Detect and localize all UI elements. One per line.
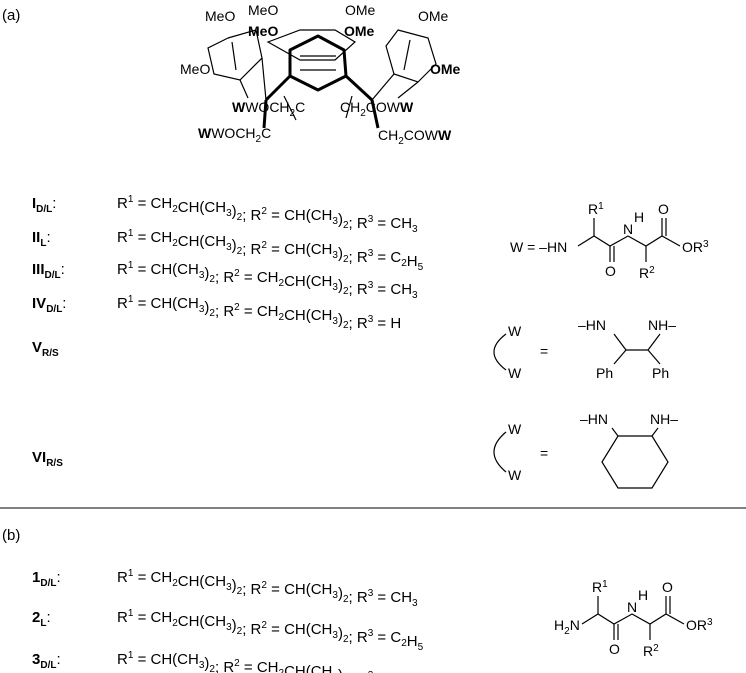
dipeptide-or3: OR3 — [686, 617, 713, 633]
vi-hn: –HN — [580, 411, 608, 427]
v-ph-left: Ph — [596, 365, 613, 381]
vi-nh: NH– — [650, 411, 678, 427]
compound-label-vi: VIR/S — [32, 449, 63, 469]
calix-ome-top-left: MeO — [205, 8, 235, 24]
w-definition-structure: W = –HN R1 N H O O R2 OR3 — [510, 201, 709, 281]
dipeptide-h: H — [638, 587, 648, 603]
compound-label-1: 1D/L: — [32, 569, 61, 589]
calixarene-structure — [207, 29, 437, 129]
v-w-bottom: W — [508, 365, 522, 381]
calix-ome-top-mid-right: OMe — [345, 2, 376, 18]
calix-sub-left-upper: WWOCH2C — [232, 99, 305, 119]
dipeptide-h2n: H2N — [554, 617, 580, 637]
w-or3-label: OR3 — [682, 239, 709, 255]
calix-sub-right-lower: CH2COWW — [378, 127, 452, 147]
v-bridge-structure: W W = –HN NH– Ph Ph — [493, 317, 676, 381]
panel-a-label: (a) — [2, 7, 20, 24]
compound-definition-iii: R1 = CH(CH3)2; R2 = CH2CH(CH3)2; R3 = CH… — [117, 260, 418, 301]
compound-label-v: VR/S — [32, 339, 59, 359]
calix-ome-bold-left: MeO — [248, 23, 278, 39]
compound-label-i: ID/L: — [32, 195, 56, 215]
calix-ome-top-right: OMe — [418, 8, 449, 24]
compound-label-iv: IVD/L: — [32, 295, 66, 315]
vi-bridge-structure: W W = –HN NH– — [493, 411, 678, 489]
dipeptide-nh: N — [627, 599, 637, 615]
calix-ome-top-mid-left: MeO — [248, 2, 278, 18]
dipeptide-r1: R1 — [592, 579, 608, 595]
dipeptide-o1: O — [609, 641, 620, 657]
compound-definition-3: R1 = CH(CH3)2; R2 = CH2CH(CH3)2; R3 = CH… — [117, 650, 418, 673]
calix-sub-right-upper: CH2COWW — [340, 99, 414, 119]
v-w-top: W — [508, 323, 522, 339]
w-h-label: H — [634, 209, 644, 225]
compound-definition-1: R1 = CH2CH(CH3)2; R2 = CH(CH3)2; R3 = CH… — [117, 568, 418, 609]
calix-ome-side-left: MeO — [180, 61, 210, 77]
dipeptide-o2: O — [662, 579, 673, 595]
compound-label-iii: IIID/L: — [32, 261, 65, 281]
v-nh: NH– — [648, 317, 676, 333]
vi-w-top: W — [508, 421, 522, 437]
w-o1-label: O — [605, 263, 616, 279]
calix-ome-bold-right: OMe — [344, 23, 375, 39]
w-r1-label: R1 — [588, 201, 604, 217]
w-r2-label: R2 — [639, 265, 655, 281]
compound-label-ii: IIL: — [32, 229, 51, 249]
compound-list-b: 1D/L: R1 = CH2CH(CH3)2; R2 = CH(CH3)2; R3… — [32, 568, 424, 673]
vi-w-bottom: W — [508, 467, 522, 483]
compound-definition-i: R1 = CH2CH(CH3)2; R2 = CH(CH3)2; R3 = CH… — [117, 194, 418, 235]
v-equals: = — [540, 343, 548, 359]
compound-definition-iv: R1 = CH(CH3)2; R2 = CH2CH(CH3)2; R3 = H — [117, 294, 401, 332]
compound-list-a: ID/L: R1 = CH2CH(CH3)2; R2 = CH(CH3)2; R3… — [32, 194, 424, 469]
compound-definition-ii: R1 = CH2CH(CH3)2; R2 = CH(CH3)2; R3 = C2… — [117, 228, 424, 273]
compound-label-3: 3D/L: — [32, 651, 61, 671]
dipeptide-structure: H2N R1 N H O O R2 OR3 — [554, 579, 713, 659]
w-nh-label: N — [623, 221, 633, 237]
compound-definition-2: R1 = CH2CH(CH3)2; R2 = CH(CH3)2; R3 = C2… — [117, 608, 424, 653]
w-definition-prefix: W = –HN — [510, 239, 567, 255]
w-o2-label: O — [658, 201, 669, 217]
calix-ome-side-right: OMe — [430, 61, 461, 77]
calix-sub-left-lower: WWOCH2C — [198, 125, 271, 145]
vi-equals: = — [540, 445, 548, 461]
panel-b-label: (b) — [2, 527, 20, 544]
v-hn: –HN — [578, 317, 606, 333]
compound-label-2: 2L: — [32, 609, 51, 629]
dipeptide-r2: R2 — [643, 643, 659, 659]
v-ph-right: Ph — [652, 365, 669, 381]
